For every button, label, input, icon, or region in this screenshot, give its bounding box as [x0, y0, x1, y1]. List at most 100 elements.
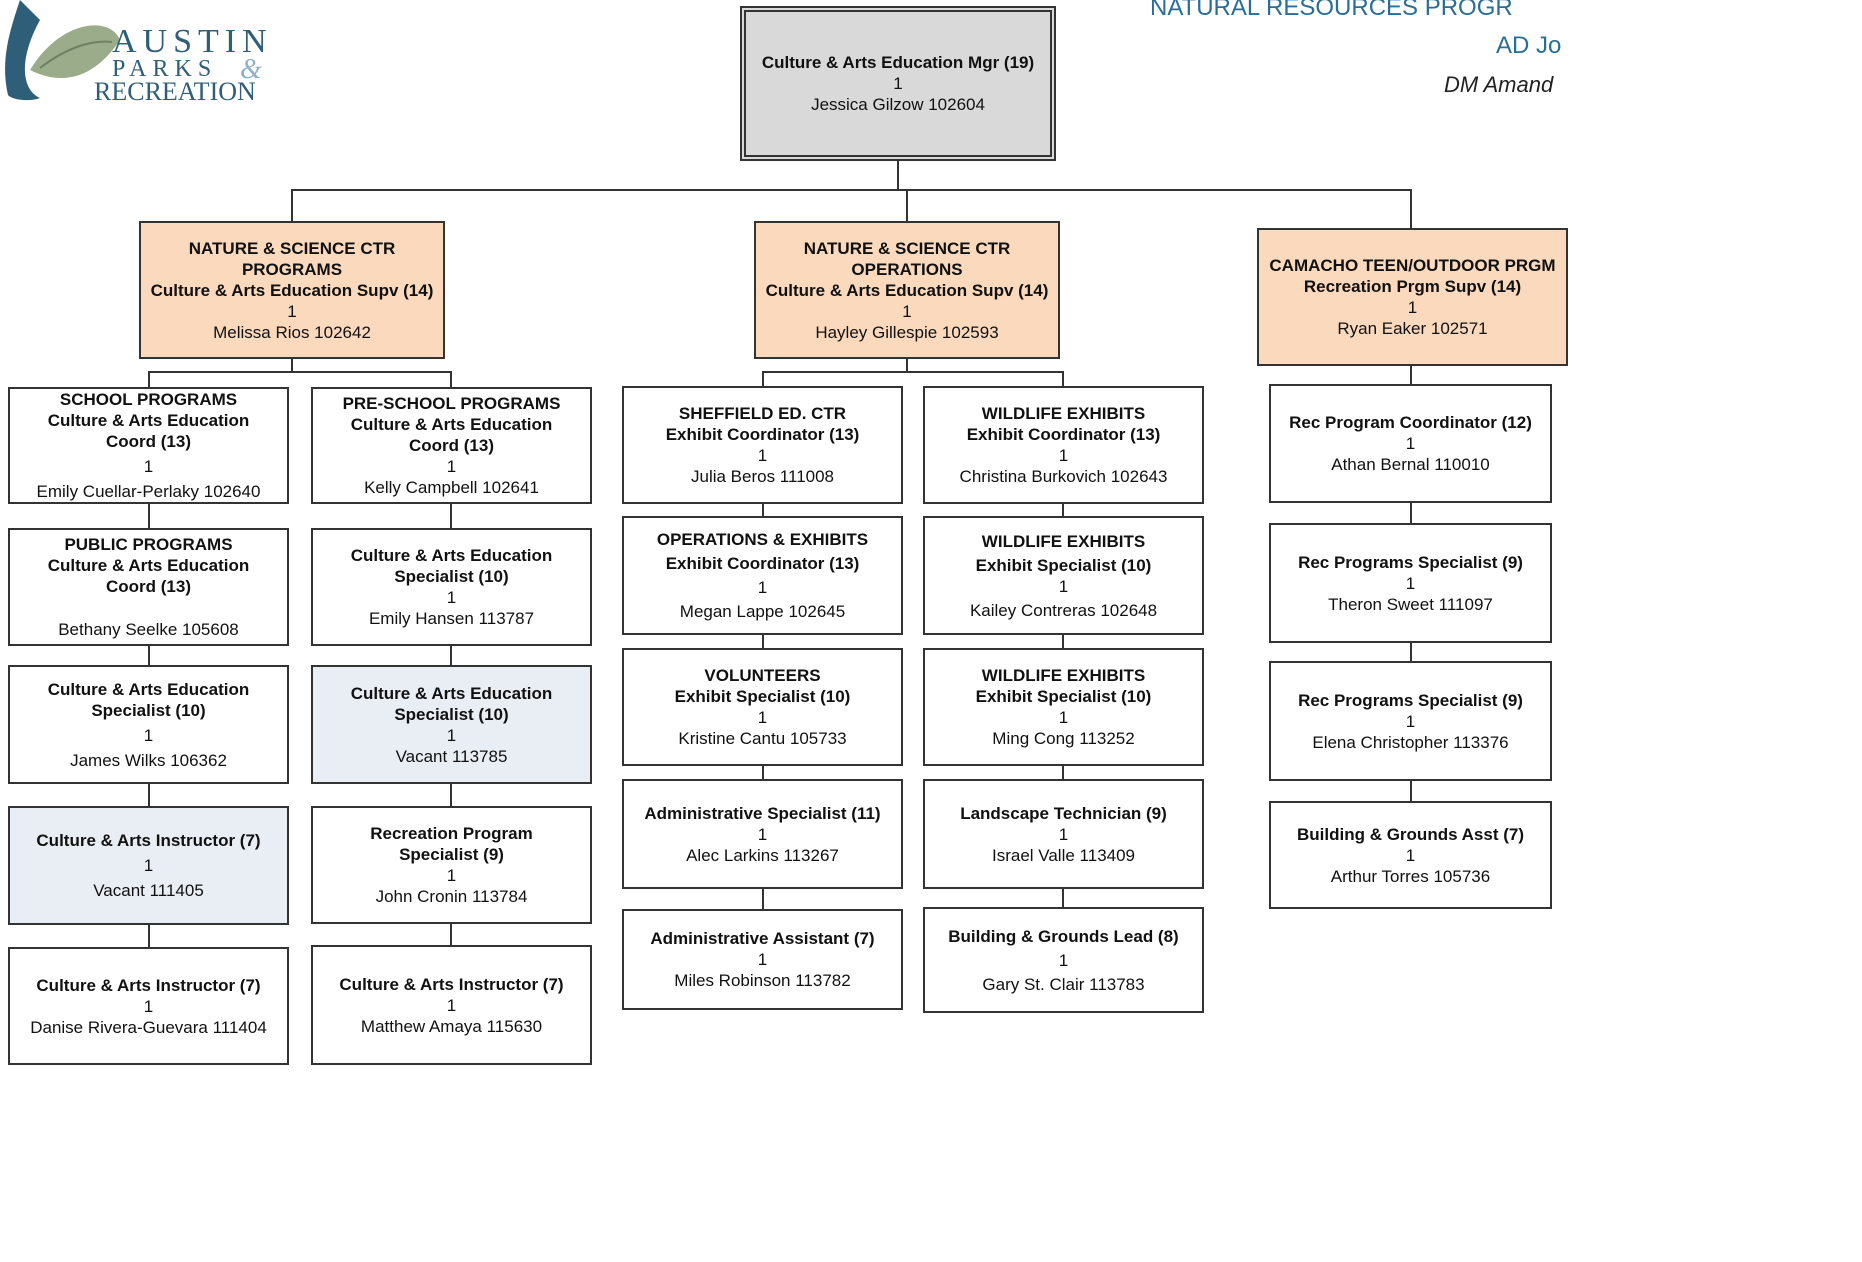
- position-count: 1: [757, 950, 768, 969]
- position-title: Culture & Arts Education Supv (14): [765, 280, 1049, 300]
- position-title: Culture & Arts Education Supv (14): [150, 280, 434, 300]
- connector: [762, 371, 1064, 373]
- dm-name: DM Amand: [1444, 72, 1554, 97]
- employee-name: Theron Sweet 111097: [1328, 594, 1493, 614]
- connector: [1410, 365, 1412, 387]
- connector: [897, 160, 899, 190]
- unit-name: PROGRAMS: [241, 259, 343, 279]
- position-title: Recreation Prgm Supv (14): [1303, 277, 1522, 296]
- position-count: 1: [902, 301, 912, 321]
- position-title: Exhibit Specialist (10): [975, 555, 1152, 575]
- position-title: Coord (13): [106, 432, 191, 451]
- employee-name: Vacant 113785: [395, 746, 508, 766]
- position-count: 1: [1058, 950, 1069, 970]
- logo-ampersand: &: [240, 54, 262, 85]
- unit-name: OPERATIONS & EXHIBITS: [656, 530, 869, 549]
- position-title: Exhibit Specialist (10): [975, 687, 1152, 706]
- employee-name: Ming Cong 113252: [992, 729, 1135, 748]
- position-box: Rec Program Coordinator (12) 1 Athan Ber…: [1269, 384, 1552, 503]
- position-title: Specialist (10): [91, 700, 206, 720]
- position-count: 1: [757, 824, 768, 844]
- position-title: Recreation Program: [370, 824, 533, 843]
- position-title: Exhibit Coordinator (13): [665, 554, 860, 573]
- position-title: Exhibit Coordinator (13): [966, 425, 1161, 444]
- employee-name: Hayley Gillespie 102593: [815, 322, 999, 342]
- position-count: 1: [1405, 845, 1416, 865]
- position-box: PRE-SCHOOL PROGRAMS Culture & Arts Educa…: [311, 387, 592, 504]
- position-count: 1: [757, 446, 768, 465]
- employee-name: Vacant 111405: [93, 881, 204, 900]
- connector: [1062, 371, 1064, 388]
- logo-austin: AUSTIN: [112, 23, 273, 60]
- employee-name: Megan Lappe 102645: [679, 602, 846, 621]
- employee-name: Kristine Cantu 105733: [678, 729, 847, 748]
- connector: [148, 371, 452, 373]
- program-title: NATURAL RESOURCES PROGR: [1150, 0, 1513, 21]
- connector: [1410, 189, 1412, 229]
- position-title: Rec Programs Specialist (9): [1298, 690, 1523, 710]
- unit-name: VOLUNTEERS: [704, 666, 821, 685]
- ad-name: AD Jo: [1496, 32, 1562, 59]
- unit-name: PRE-SCHOOL PROGRAMS: [342, 394, 561, 413]
- logo-parks: PARKS: [112, 56, 217, 82]
- position-count: 1: [757, 708, 768, 727]
- manager-title: Culture & Arts Education Mgr (19): [761, 53, 1035, 72]
- employee-name: Kelly Campbell 102641: [364, 478, 539, 497]
- employee-name: Miles Robinson 113782: [674, 971, 851, 990]
- position-title: Administrative Assistant (7): [650, 929, 875, 948]
- employee-name: Danise Rivera-Guevara 111404: [30, 1017, 267, 1037]
- position-count: 1: [893, 74, 903, 93]
- position-count: 1: [287, 301, 297, 321]
- employee-name: Bethany Seelke 105608: [58, 620, 239, 639]
- position-count: 1: [1058, 708, 1069, 727]
- position-count: 1: [446, 995, 457, 1015]
- position-box: WILDLIFE EXHIBITS Exhibit Specialist (10…: [923, 516, 1204, 635]
- position-title: Coord (13): [409, 436, 494, 455]
- position-title: Culture & Arts Education: [47, 679, 250, 699]
- position-count: 1: [143, 457, 154, 476]
- position-count: 1: [1405, 573, 1416, 593]
- connector: [291, 189, 293, 221]
- connector: [762, 371, 764, 388]
- position-count: 1: [446, 457, 457, 476]
- position-count: 1: [143, 856, 154, 875]
- employee-name: Alec Larkins 113267: [686, 845, 839, 865]
- position-count: 1: [757, 578, 768, 597]
- position-title: Specialist (9): [399, 845, 504, 864]
- employee-name: Emily Hansen 113787: [368, 609, 535, 628]
- connector: [148, 371, 150, 388]
- position-count: 1: [1405, 434, 1416, 453]
- employee-name: Kailey Contreras 102648: [969, 600, 1158, 620]
- position-title: Rec Programs Specialist (9): [1298, 552, 1523, 572]
- position-count: 1: [1405, 711, 1416, 731]
- employee-name: Israel Valle 113409: [991, 845, 1136, 865]
- position-title: Culture & Arts Education: [47, 411, 250, 430]
- position-count: 1: [446, 725, 457, 745]
- position-title: Exhibit Coordinator (13): [665, 425, 860, 444]
- connector: [906, 189, 908, 221]
- position-title: Culture & Arts Instructor (7): [36, 831, 261, 850]
- connector: [291, 358, 293, 372]
- unit-name: WILDLIFE EXHIBITS: [981, 531, 1146, 551]
- unit-name: PUBLIC PROGRAMS: [64, 535, 233, 554]
- position-title: Culture & Arts Instructor (7): [36, 975, 261, 995]
- employee-name: James Wilks 106362: [70, 750, 227, 770]
- position-box: SHEFFIELD ED. CTR Exhibit Coordinator (1…: [622, 386, 903, 504]
- unit-name: NATURE & SCIENCE CTR: [188, 238, 396, 258]
- unit-name: NATURE & SCIENCE CTR: [803, 238, 1011, 258]
- position-count: 1: [1058, 446, 1069, 465]
- position-box: Building & Grounds Lead (8) 1 Gary St. C…: [923, 907, 1204, 1013]
- position-count: 1: [446, 866, 457, 885]
- unit-name: OPERATIONS: [851, 259, 963, 279]
- position-box: Culture & Arts Instructor (7) 1 Danise R…: [8, 947, 289, 1065]
- connector: [906, 358, 908, 372]
- manager-person: Jessica Gilzow 102604: [811, 95, 985, 114]
- position-title: Rec Program Coordinator (12): [1289, 413, 1532, 432]
- position-box: Rec Programs Specialist (9) 1 Theron Swe…: [1269, 523, 1552, 643]
- position-box: Administrative Assistant (7) 1 Miles Rob…: [622, 909, 903, 1010]
- position-title: Culture & Arts Education: [47, 556, 250, 575]
- employee-name: Arthur Torres 105736: [1330, 866, 1491, 886]
- unit-name: WILDLIFE EXHIBITS: [981, 404, 1146, 423]
- position-box: OPERATIONS & EXHIBITS Exhibit Coordinato…: [622, 516, 903, 635]
- position-title: Landscape Technician (9): [960, 803, 1167, 823]
